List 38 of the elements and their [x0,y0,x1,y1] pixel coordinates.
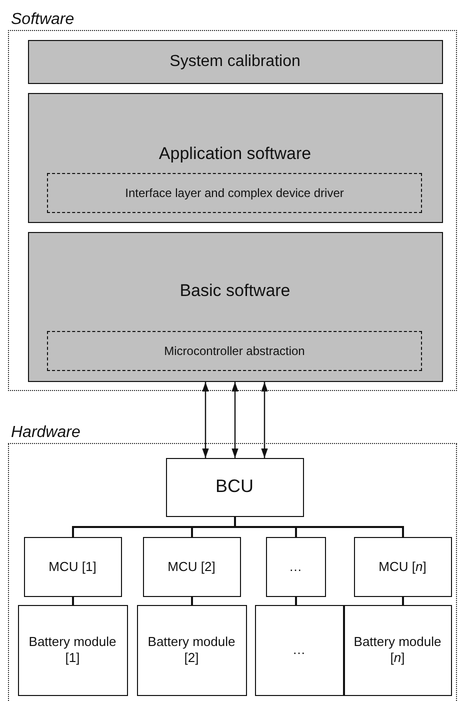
dashed-sublayer-box [47,331,422,371]
component-box [254,604,344,696]
component-box [24,536,122,596]
node-label: MCU [1] [48,558,96,574]
double-arrow [232,382,238,458]
component-box [166,458,304,516]
layer-box [28,40,442,84]
component-box [18,604,128,696]
node-label: Basic software [180,280,290,301]
double-arrow [202,382,209,458]
component-box [354,536,452,596]
connector-line [402,597,404,605]
connector-line [295,597,297,605]
node-label: MCU [n] [378,558,426,574]
node-label: … [289,558,302,574]
layer-box [28,92,442,222]
node-label: Battery module [n] [352,634,442,666]
node-label: Microcontroller abstraction [164,344,305,358]
node-label: Battery module [2] [146,634,236,666]
double-arrow [261,382,268,458]
node-label: MCU [2] [168,558,216,574]
component-box [266,536,326,596]
node-label: … [292,642,306,658]
node-label: Application software [158,144,312,164]
dashed-sublayer-box [47,173,422,213]
node-label: Interface layer and complex device driver [125,186,344,200]
region-heading: Software [11,11,74,29]
component-box [142,536,240,596]
component-box [344,604,452,696]
layer-box [28,232,442,382]
component-box [136,604,246,696]
connector-line [234,517,404,537]
node-label: BCU [215,476,254,498]
region-heading: Hardware [11,424,80,442]
node-label: System calibration [170,52,300,72]
node-label: Battery module [1] [28,634,118,666]
connector-line [191,597,193,605]
connector-line [72,597,74,605]
